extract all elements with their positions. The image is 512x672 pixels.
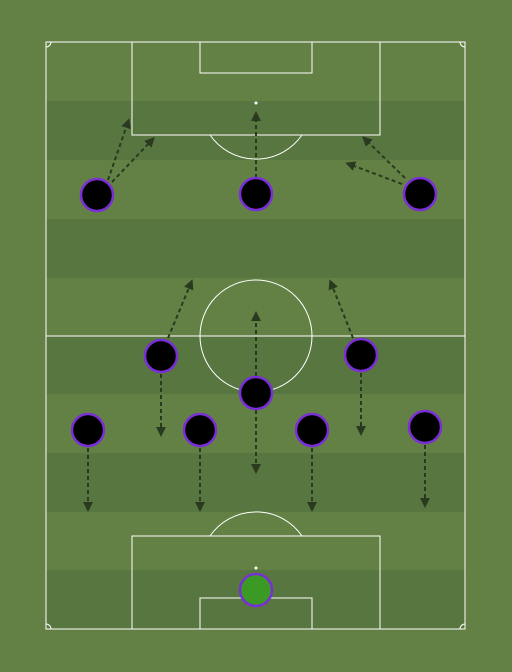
- corner-arc-top-right: [459, 41, 466, 48]
- movement-arrow: [345, 161, 403, 185]
- player-forward-center[interactable]: [238, 176, 274, 212]
- bottom-penalty-arc: [209, 511, 303, 537]
- movement-arrows: [83, 111, 430, 512]
- player-goalkeeper[interactable]: [238, 572, 274, 608]
- corner-arc-bottom-left: [45, 623, 52, 630]
- movement-arrow: [362, 136, 406, 179]
- stripe: [46, 219, 465, 278]
- movement-arrow: [107, 118, 131, 181]
- top-penalty-spot: [254, 101, 258, 105]
- corner-arc-top-left: [45, 41, 52, 48]
- player-defender-1[interactable]: [70, 412, 106, 448]
- player-defender-4[interactable]: [407, 409, 443, 445]
- player-central-mid[interactable]: [238, 375, 274, 411]
- player-defender-3[interactable]: [294, 412, 330, 448]
- player-forward-right[interactable]: [402, 176, 438, 212]
- movement-arrow: [167, 279, 194, 339]
- player-defender-2[interactable]: [182, 412, 218, 448]
- movement-arrow: [111, 137, 155, 183]
- player-attacking-mid-left[interactable]: [143, 338, 179, 374]
- player-attacking-mid-right[interactable]: [343, 337, 379, 373]
- players: [70, 176, 443, 608]
- top-goal-box: [199, 41, 313, 74]
- stripe: [46, 101, 465, 160]
- movement-arrow: [328, 279, 354, 339]
- player-forward-left[interactable]: [79, 177, 115, 213]
- top-penalty-arc: [209, 134, 303, 160]
- corner-arc-bottom-right: [459, 623, 466, 630]
- bottom-penalty-spot: [254, 566, 258, 570]
